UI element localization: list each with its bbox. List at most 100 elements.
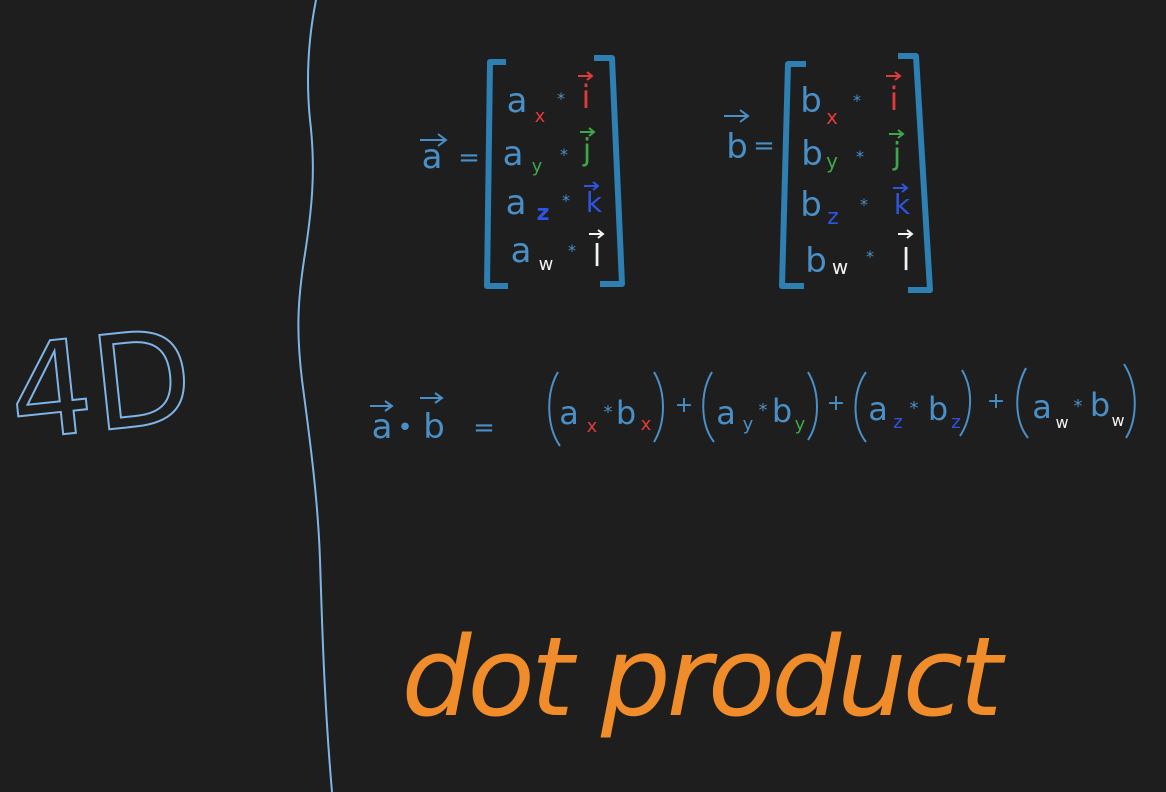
vector-b-row-x: b x * i: [800, 71, 902, 129]
unit-arrow: [584, 181, 600, 191]
component-letter: a: [506, 183, 527, 223]
term-z: a z * b z: [854, 369, 972, 443]
unit-arrow: [893, 183, 909, 193]
vector-a-row-w: a w * l: [511, 229, 605, 275]
component-letter: a: [503, 134, 524, 174]
term-b-subscript: y: [795, 414, 806, 435]
dot-product-formula: a • b = a x * b x + a y * b y +: [370, 363, 1136, 447]
multiply-sign: *: [860, 195, 868, 214]
component-letter: b: [805, 241, 827, 281]
vector-a-name: a: [422, 137, 443, 177]
multiply-sign: *: [1074, 396, 1083, 417]
term-a-subscript: w: [1055, 413, 1068, 432]
multiply-sign: *: [557, 89, 565, 108]
multiply-sign: *: [560, 145, 568, 164]
dot-operator: •: [397, 413, 412, 443]
unit-vector-j: j: [892, 137, 901, 172]
term-a: a: [1032, 388, 1052, 426]
side-label: 4D: [2, 300, 200, 470]
multiply-sign: *: [910, 398, 919, 419]
term-a-subscript: z: [893, 412, 902, 433]
multiply-sign: *: [568, 241, 576, 260]
vector-a-row-z: a z * k: [506, 181, 603, 226]
formula-equals: =: [473, 413, 495, 443]
paren-left: [854, 371, 867, 443]
paren-right: [959, 369, 972, 437]
vector-b: b = b x * i b y * j b z * k b w *: [724, 53, 933, 293]
term-b: b: [1090, 386, 1110, 424]
paren-right: [1123, 363, 1136, 439]
plus-sign: +: [827, 391, 845, 416]
vector-a-row-x: a x * i: [507, 71, 594, 127]
vector-b-row-w: b w * l: [805, 229, 914, 281]
component-subscript: w: [832, 255, 848, 279]
divider-line: [297, 0, 333, 792]
vector-b-row-y: b y * j: [801, 129, 905, 174]
lhs-a: a: [372, 407, 393, 447]
paren-right: [807, 371, 818, 441]
term-w: a w * b w: [1016, 363, 1136, 439]
unit-arrow: [589, 229, 605, 239]
paren-left: [702, 371, 715, 443]
vector-a-arrow: [420, 133, 448, 147]
term-a-subscript: y: [743, 414, 754, 435]
multiply-sign: *: [562, 191, 570, 210]
lhs-a-arrow: [370, 400, 394, 412]
paren-right: [653, 371, 664, 443]
vector-a-left-bracket: [484, 59, 508, 289]
term-x: a x * b x: [548, 371, 664, 447]
multiply-sign: *: [853, 91, 861, 110]
term-a: a: [559, 394, 579, 432]
term-b-subscript: x: [641, 414, 652, 435]
vector-b-arrow: [724, 109, 750, 123]
term-b: b: [772, 392, 792, 430]
vector-a-equals: =: [458, 143, 480, 173]
vector-a-row-y: a y * j: [503, 127, 596, 177]
unit-vector-k: k: [586, 186, 603, 219]
lhs-b-arrow: [420, 392, 444, 404]
component-subscript: z: [827, 205, 839, 230]
term-a: a: [868, 390, 888, 428]
component-letter: a: [507, 81, 528, 121]
unit-arrow: [889, 129, 905, 139]
component-subscript: y: [532, 156, 543, 177]
multiply-sign: *: [866, 247, 874, 266]
term-b-subscript: z: [951, 412, 960, 433]
component-letter: b: [800, 81, 822, 121]
unit-arrow: [886, 71, 902, 81]
vector-b-name: b: [726, 127, 748, 167]
paren-left: [548, 371, 561, 447]
vector-a: a = a x * i a y * j a z * k: [420, 55, 625, 289]
multiply-sign: *: [856, 147, 864, 166]
term-b: b: [928, 390, 948, 428]
unit-vector-j: j: [582, 133, 591, 168]
vector-b-equals: =: [753, 131, 775, 161]
component-subscript: x: [826, 105, 838, 129]
component-subscript: w: [539, 254, 554, 275]
unit-arrow: [580, 127, 596, 137]
multiply-sign: *: [759, 400, 768, 421]
component-letter: b: [801, 134, 823, 174]
component-subscript: z: [537, 201, 550, 226]
component-letter: b: [800, 185, 822, 225]
term-b-subscript: w: [1111, 411, 1124, 430]
component-letter: a: [511, 231, 532, 271]
term-b: b: [616, 394, 636, 432]
caption-text: dot product: [402, 613, 1007, 741]
unit-arrow: [898, 229, 914, 239]
paren-left: [1016, 367, 1029, 439]
vector-a-right-bracket: [594, 55, 625, 287]
unit-vector-l: l: [593, 239, 601, 274]
multiply-sign: *: [604, 402, 613, 423]
term-a: a: [716, 394, 736, 432]
lhs-b: b: [423, 407, 445, 447]
unit-vector-k: k: [894, 188, 911, 221]
term-y: a y * b y: [702, 371, 818, 443]
vector-b-right-bracket: [898, 53, 933, 293]
term-a-subscript: x: [587, 416, 598, 437]
unit-vector-l: l: [902, 243, 910, 278]
unit-vector-i: i: [890, 80, 899, 118]
unit-arrow: [578, 71, 594, 81]
plus-sign: +: [987, 389, 1005, 414]
